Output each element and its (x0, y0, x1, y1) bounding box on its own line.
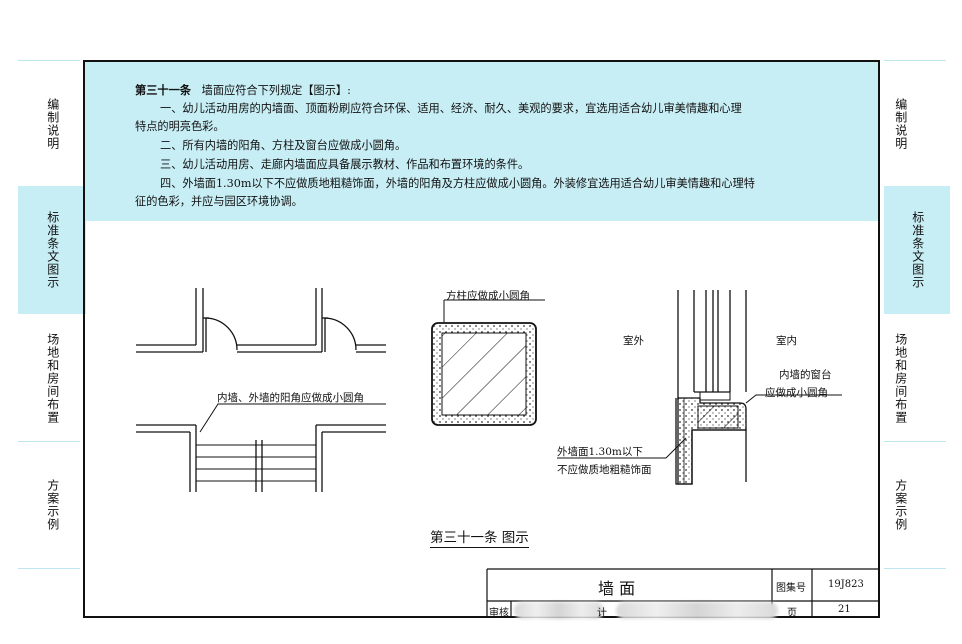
redacted-signature (514, 602, 604, 619)
article-clause-4-cont: 征的色彩，并应与园区环境协调。 (135, 195, 303, 208)
article-clause-2: 二、所有内墙的阳角、方柱及窗台应做成小圆角。 (160, 139, 407, 152)
sidebar-item-label: 标准条文图示 (45, 211, 60, 289)
sidebar-right-item-standard[interactable]: 标准条文图示 (884, 186, 950, 314)
label-indoor: 室内 (776, 335, 797, 347)
sidebar-right-item-layout[interactable]: 场地和房间布置 (866, 316, 934, 440)
article-number: 第三十一条 (135, 83, 191, 97)
review-label: 审核 (489, 608, 509, 619)
atlas-number-label: 图集号 (776, 583, 806, 594)
wall-corner-plan (136, 288, 386, 353)
stair-plan (136, 424, 386, 492)
article-heading-line: 第三十一条 墙面应符合下列规定【图示】: (135, 82, 351, 98)
page-label: 页 (787, 608, 797, 619)
leader-line-corner (199, 403, 386, 433)
figure-caption: 第三十一条 图示 (430, 530, 529, 548)
sidebar-right-item-examples[interactable]: 方案示例 (866, 443, 934, 567)
sidebar-item-label: 场地和房间布置 (893, 332, 908, 424)
atlas-number: 19J823 (828, 579, 864, 590)
sidebar-item-label: 编制说明 (45, 98, 60, 150)
sidebar-item-label: 方案示例 (893, 479, 908, 531)
sidebar-item-intro[interactable]: 编制说明 (18, 64, 86, 184)
article-text-block (85, 62, 878, 221)
label-corner-note: 内墙、外墙的阳角应做成小圆角 (217, 392, 364, 404)
sidebar-item-standard[interactable]: 标准条文图示 (18, 186, 86, 314)
article-clause-4: 四、外墙面1.30m以下不应做质地粗糙饰面，外墙的阳角及方柱应做成小圆角。外装修… (160, 177, 755, 190)
sidebar-item-label: 标准条文图示 (910, 211, 925, 289)
sidebar-item-examples[interactable]: 方案示例 (18, 443, 86, 567)
title-block-title: 墙 面 (598, 579, 636, 598)
article-heading-text: 墙面应符合下列规定【图示】: (201, 84, 351, 97)
sidebar-item-label: 场地和房间布置 (45, 332, 60, 424)
article-clause-1-cont: 特点的明亮色彩。 (135, 120, 225, 133)
label-sill-note-2: 应做成小圆角 (765, 387, 828, 399)
label-column-note: 方柱应做成小圆角 (446, 290, 530, 302)
sidebar-item-label: 方案示例 (45, 479, 60, 531)
label-sill-note-1: 内墙的窗台 (779, 369, 832, 381)
window-sill-section (557, 290, 842, 485)
sidebar-item-layout[interactable]: 场地和房间布置 (18, 316, 86, 440)
article-clause-1: 一、幼儿活动用房的内墙面、顶面粉刷应符合环保、适用、经济、耐久、美观的要求，宜选… (160, 102, 742, 115)
sidebar-item-label: 编制说明 (893, 98, 908, 150)
label-wall-note-2: 不应做质地粗糙饰面 (557, 464, 652, 476)
label-wall-note-1: 外墙面1.30m以下 (557, 446, 643, 458)
article-clause-3: 三、幼儿活动用房、走廊内墙面应具备展示教材、作品和布置环境的条件。 (160, 158, 530, 171)
page-number: 21 (838, 604, 851, 615)
sidebar-right-item-intro[interactable]: 编制说明 (866, 64, 934, 184)
column-section (431, 299, 545, 426)
label-outdoor: 室外 (623, 335, 644, 347)
design-label: 计 (597, 608, 607, 619)
drawing-frame (83, 60, 880, 618)
redacted-signature (616, 602, 778, 619)
